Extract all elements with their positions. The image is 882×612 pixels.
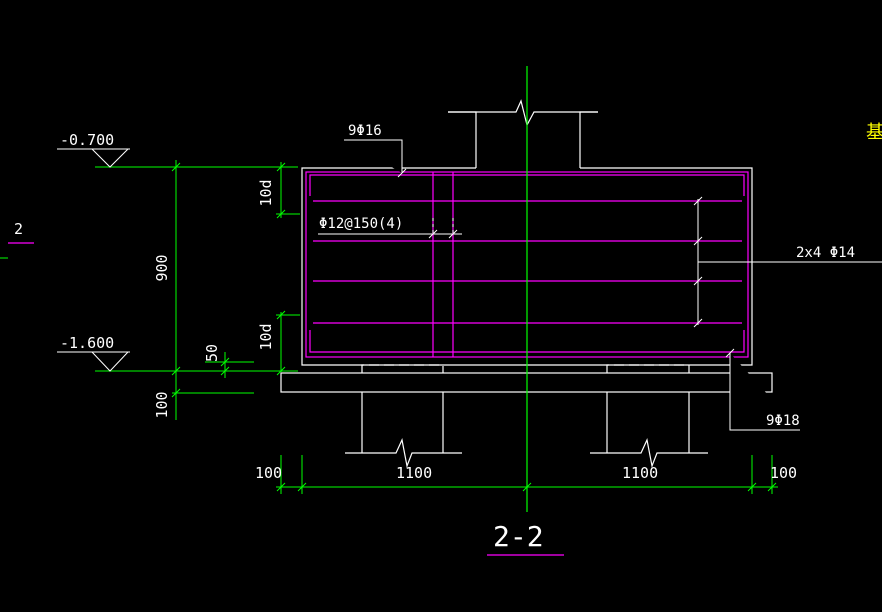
pile-right-head: [606, 364, 690, 373]
dim-span-right-text: 1100: [622, 464, 658, 482]
dim-cover-bottom-text: 10d: [257, 323, 275, 350]
pile-right-break: [590, 438, 708, 469]
dim-edge-left-text: 100: [255, 464, 282, 482]
dim-offset-tick-b: [220, 366, 230, 376]
dim-cover-bottom-tick-a: [276, 310, 286, 320]
rebar-side-label: 2x4 Φ14: [796, 245, 855, 261]
dim-edge-right-text: 100: [770, 464, 797, 482]
dim-bottom-tick-1: [276, 482, 286, 492]
leader-side-bars-tick-1: [693, 196, 703, 206]
left-mark-text: 2: [14, 220, 23, 238]
rebar-stirrup-label: Φ12@150(4): [319, 216, 403, 232]
elevation-bottom-text: -1.600: [60, 334, 114, 352]
elev-bottom-symbol: [91, 351, 129, 372]
column-break-line: [448, 99, 598, 127]
column-stub: [448, 111, 477, 168]
leader-stirrups-tick-b: [448, 229, 458, 239]
dim-offset-tick-a: [220, 357, 230, 367]
leader-side-bars-tick-3: [693, 276, 703, 286]
leader-side-bars-tick-4: [693, 318, 703, 328]
pile-left-break: [345, 438, 462, 469]
dim-cover-top-tick-a: [276, 162, 286, 172]
column-stub-right: [579, 111, 598, 168]
dim-cover-top-text: 10d: [257, 179, 275, 206]
dimension-lines: [95, 160, 778, 494]
rebar-bottom-label: 9Φ18: [766, 413, 800, 429]
leader-top-bars: [344, 139, 403, 173]
pile-left-head: [361, 364, 444, 373]
dim-bottom-tick-4: [747, 482, 757, 492]
dim-cover-bottom-tick-b: [276, 366, 286, 376]
dim-cover-top-tick-b: [276, 209, 286, 219]
dim-bottom-tick-3: [522, 482, 532, 492]
leader-top-bars-tick: [397, 168, 407, 178]
dim-bottom-tick-5: [767, 482, 777, 492]
dim-height-text: 900: [153, 254, 171, 281]
dim-tick-a: [171, 162, 181, 172]
elev-top-symbol: [91, 148, 129, 168]
dim-bottom-tick-2: [297, 482, 307, 492]
elevation-markers: [57, 148, 130, 372]
leader-side-bars-tick-2: [693, 236, 703, 246]
dim-tick-c: [171, 388, 181, 398]
leader-stirrups-tick-a: [428, 229, 438, 239]
dim-span-left-text: 1100: [396, 464, 432, 482]
rebar-top-label: 9Φ16: [348, 123, 382, 139]
dim-cushion-text: 100: [153, 391, 171, 418]
elevation-top-text: -0.700: [60, 131, 114, 149]
dim-tick-b: [171, 366, 181, 376]
dim-offset-text: 50: [203, 344, 221, 362]
right-cut-text: 基: [866, 122, 882, 143]
leader-bottom-bars-tick: [725, 348, 735, 358]
leader-bottom-bars: [729, 353, 800, 431]
section-title: 2-2: [493, 520, 544, 553]
leader-lines: [318, 139, 882, 431]
